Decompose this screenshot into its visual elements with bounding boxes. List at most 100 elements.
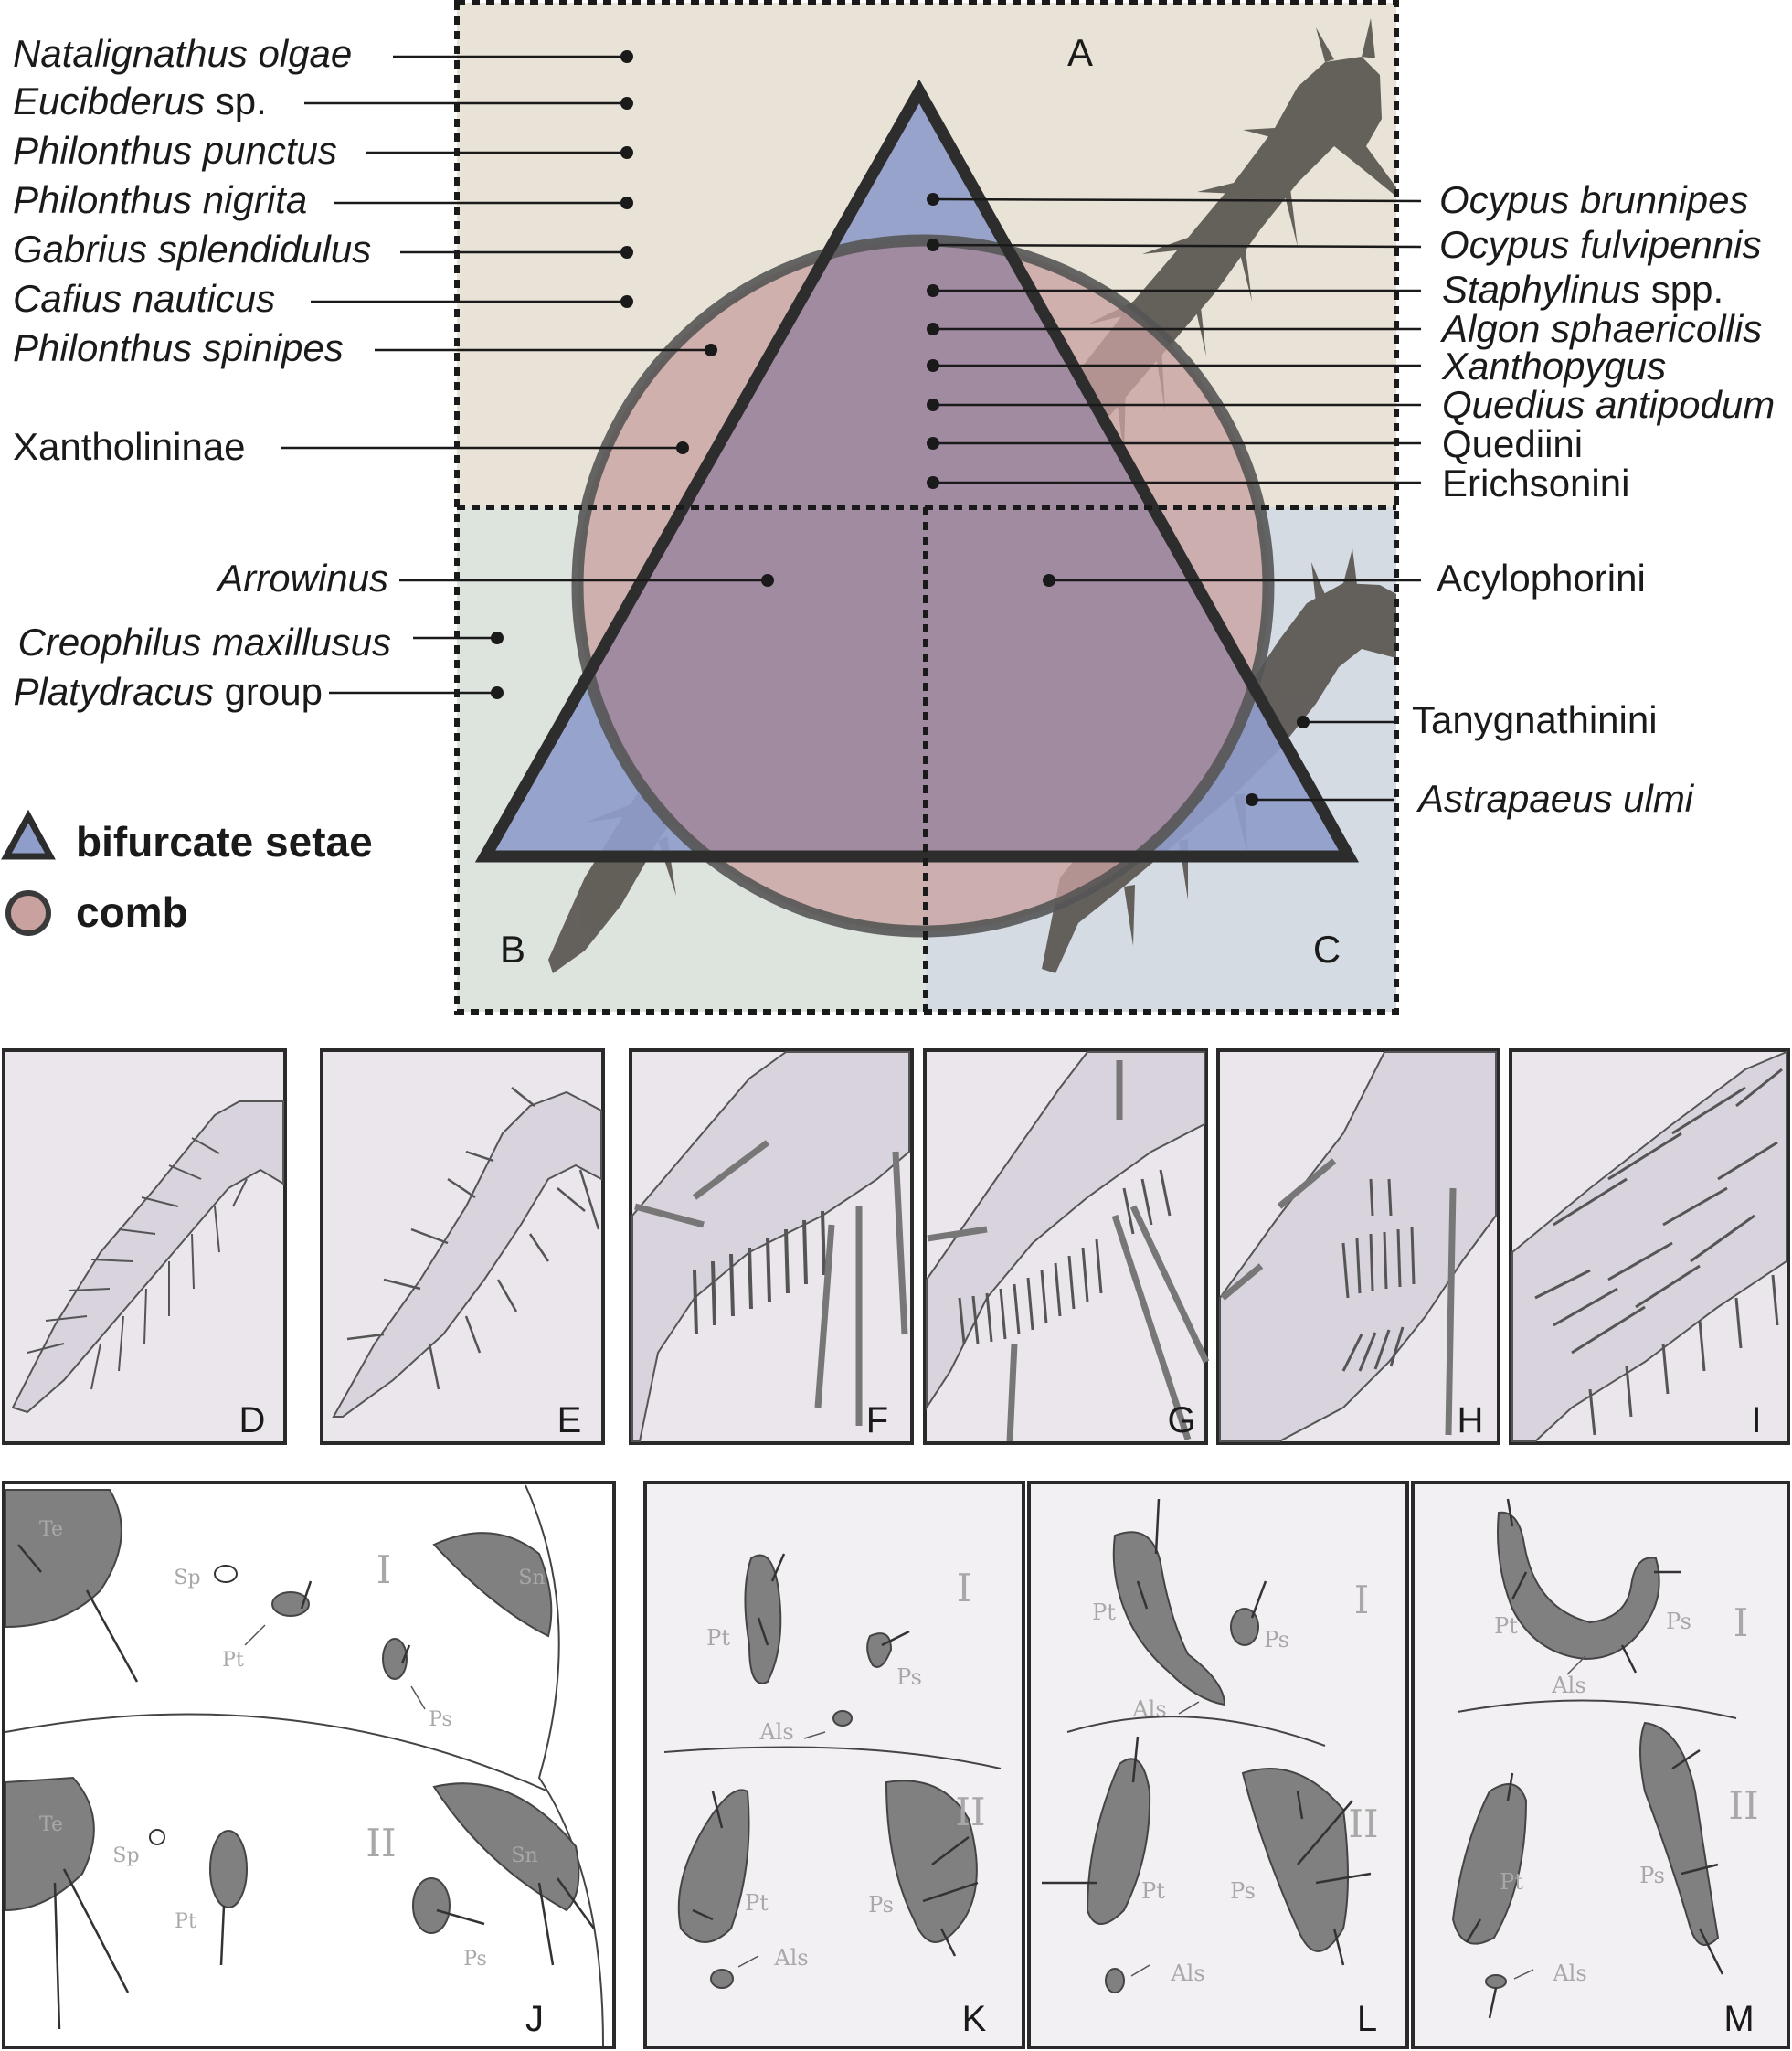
taxon-label: Ocypus fulvipennis [1439, 223, 1762, 266]
taxon-label: Staphylinus spp. [1442, 268, 1723, 311]
svg-text:Ps: Ps [1639, 1863, 1665, 1888]
triangle-outline [474, 79, 1360, 863]
leg-shape-e [332, 1090, 602, 1418]
taxon-label: Quediini [1442, 422, 1583, 465]
u-shaped-sclerite [1497, 1511, 1660, 1661]
taxon-dots [491, 50, 1310, 806]
svg-text:Sn: Sn [518, 1567, 545, 1589]
leg-shape-i [1511, 1050, 1787, 1442]
svg-text:Als: Als [1552, 1961, 1586, 1986]
segment-numeral: II [366, 1821, 396, 1865]
panel-letter-b: B [500, 928, 525, 971]
legend-triangle-icon [1, 809, 56, 860]
spiracle [214, 1565, 238, 1583]
panel-letter-j: J [525, 1999, 544, 2039]
panel-m: Pt Ps Als Pt Ps Als I II M [1411, 1481, 1790, 2049]
venn-panel: A B C [1, 0, 1775, 1015]
svg-text:Ps: Ps [1666, 1609, 1691, 1634]
panel-k-labels: Pt Ps Als Pt Ps Als [706, 1625, 922, 1971]
svg-text:Als: Als [1131, 1696, 1166, 1722]
taxon-label: Cafius nauticus [13, 277, 275, 320]
leader-lines [281, 55, 1422, 802]
taxon-label: Gabrius splendidulus [13, 228, 371, 271]
taxon-label: Quedius antipodum [1442, 383, 1775, 426]
ps-sclerite [885, 1780, 978, 1943]
pt-sclerite [271, 1591, 310, 1617]
taxon-label: Astrapaeus ulmi [1416, 777, 1695, 820]
segment-numeral: II [1348, 1801, 1378, 1846]
svg-text:Pt: Pt [1092, 1599, 1116, 1625]
pt-sclerite [744, 1554, 782, 1684]
leg-panels-row: D E [2, 1048, 1790, 1445]
segment-numeral: I [376, 1547, 392, 1592]
taxon-label: Arrowinus [215, 557, 388, 600]
pt-sclerite [209, 1830, 248, 1908]
svg-text:Pt: Pt [745, 1890, 769, 1916]
legend: bifurcate setae comb [1, 809, 373, 936]
left-taxa: Natalignathus olgae Eucibderus sp. Philo… [13, 32, 391, 713]
taxon-label: Platydracus group [13, 670, 323, 713]
legend-bifurcate-label: bifurcate setae [76, 818, 373, 866]
taxon-label: Tanygnathinini [1412, 698, 1658, 741]
panel-letter-k: K [962, 1999, 987, 2039]
sternite-sclerite [432, 1782, 580, 1912]
panel-j-labels: Te Sp Pt Ps Sn Te Sp Pt Ps Sn [39, 1518, 546, 1971]
leg-shape-g [926, 1051, 1205, 1411]
pt-sclerite [1451, 1783, 1528, 1945]
svg-text:Sp: Sp [174, 1567, 200, 1589]
svg-text:Als: Als [1170, 1961, 1204, 1986]
taxon-label: Erichsonini [1442, 462, 1629, 505]
panel-d: D [2, 1048, 287, 1445]
segment-numeral: II [1728, 1783, 1758, 1828]
taxon-label: Natalignathus olgae [13, 32, 352, 75]
spiracle [149, 1829, 165, 1845]
legend-comb-label: comb [76, 888, 188, 936]
svg-text:Te: Te [39, 1813, 63, 1836]
svg-text:Sn: Sn [511, 1844, 537, 1867]
panel-m-labels: Pt Ps Als Pt Ps Als [1494, 1609, 1691, 1986]
ps-sclerite [412, 1877, 451, 1934]
ps-sclerite [866, 1632, 893, 1668]
svg-text:Als: Als [773, 1945, 808, 1971]
panel-letter-l: L [1357, 1999, 1377, 2039]
panel-letter-m: M [1723, 1999, 1754, 2039]
ps-sclerite [382, 1638, 408, 1680]
svg-text:Ps: Ps [463, 1948, 487, 1971]
segment-numeral: I [1354, 1578, 1370, 1622]
svg-text:Ps: Ps [1264, 1627, 1289, 1652]
panel-letter-h: H [1458, 1400, 1484, 1440]
svg-text:Ps: Ps [896, 1664, 922, 1690]
panel-l-labels: Pt Ps Als Pt Ps Als [1092, 1599, 1289, 1986]
panel-j: Te Sp Pt Ps Sn Te Sp Pt Ps Sn I II J [2, 1481, 616, 2049]
taxon-label: Philonthus nigrita [13, 178, 307, 221]
panel-letter-d: D [239, 1400, 266, 1440]
ps-sclerite [1639, 1721, 1720, 1946]
panel-letter-c: C [1313, 928, 1341, 971]
tergite-sclerite [5, 1489, 122, 1629]
taxon-label: Xantholininae [13, 425, 246, 468]
als-sclerite [710, 1969, 734, 1989]
taxon-label: Xanthopygus [1441, 345, 1666, 388]
legend-circle-icon [5, 890, 51, 936]
taxon-label: Ocypus brunnipes [1439, 178, 1749, 221]
panel-letter-i: I [1751, 1400, 1761, 1440]
panel-h: H [1216, 1048, 1500, 1445]
leg-shape-d [11, 1100, 284, 1414]
segment-numeral: I [957, 1566, 972, 1610]
svg-text:Ps: Ps [868, 1892, 894, 1918]
taxon-label: Philonthus punctus [13, 129, 337, 172]
svg-text:Pt: Pt [222, 1649, 244, 1672]
taxon-label: Creophilus maxillusus [18, 621, 392, 664]
panel-e: E [320, 1048, 605, 1445]
taxon-label: Eucibderus sp. [13, 80, 267, 122]
segment-numeral: II [955, 1790, 985, 1834]
panel-f: F [629, 1048, 914, 1445]
pt-sclerite [1086, 1758, 1151, 1925]
sternite-sclerite [432, 1532, 553, 1638]
taxon-label: Algon sphaericollis [1439, 307, 1762, 350]
tergite-sclerite [5, 1776, 95, 1912]
taxon-label: Acylophorini [1437, 557, 1646, 600]
panel-letter-g: G [1167, 1400, 1195, 1440]
